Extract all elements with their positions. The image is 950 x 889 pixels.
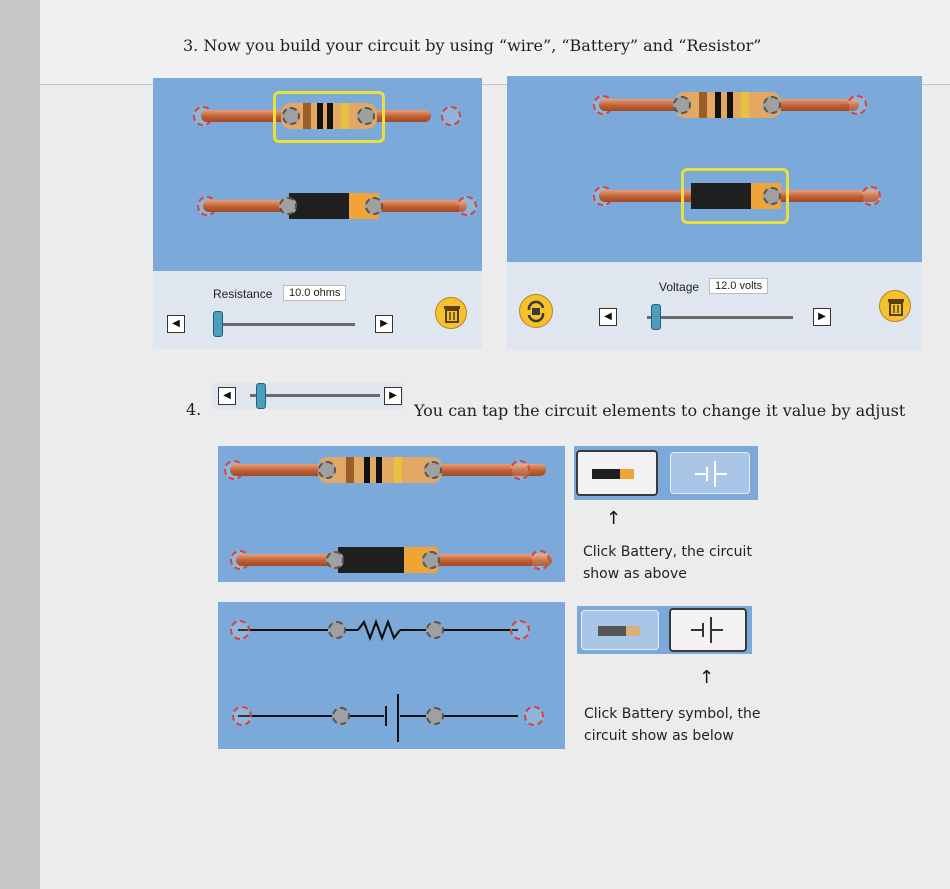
junction-node[interactable] [365, 197, 383, 215]
junction-node[interactable] [530, 550, 550, 570]
battery-symbol-icon [691, 617, 723, 643]
voltage-decrease-button[interactable]: ◀ [599, 308, 617, 326]
junction-node[interactable] [422, 551, 440, 569]
caption-realistic: Click Battery, the circuit show as above [583, 544, 752, 582]
battery-symbol-icon [695, 461, 727, 487]
voltage-slider-track[interactable] [647, 316, 793, 319]
delete-battery-button[interactable] [879, 290, 911, 322]
resistor-circuit-panel: Resistance 10.0 ohms ◀ ▶ [153, 78, 482, 349]
resistance-value: 10.0 ohms [283, 285, 347, 301]
resistance-decrease-button[interactable]: ◀ [167, 315, 185, 333]
reset-icon [527, 300, 545, 323]
page-margin [0, 0, 40, 889]
junction-node[interactable] [279, 197, 297, 215]
question-4-number: 4. [186, 400, 202, 419]
selection-highlight [681, 168, 789, 224]
junction-node[interactable] [282, 107, 300, 125]
junction-node[interactable] [357, 107, 375, 125]
caption-schematic: Click Battery symbol, the circuit show a… [584, 706, 761, 744]
slider-track[interactable] [250, 394, 380, 397]
slider-thumb[interactable] [256, 383, 266, 409]
battery[interactable] [338, 547, 404, 573]
realistic-circuit-panel [218, 446, 565, 582]
up-arrow-icon: ↑ [699, 667, 715, 688]
junction-node[interactable] [510, 460, 530, 480]
up-arrow-icon: ↑ [606, 508, 622, 529]
battery-circuit-panel: Voltage 12.0 volts ◀ ▶ [507, 76, 922, 350]
junction-node[interactable] [424, 461, 442, 479]
junction-node[interactable] [847, 95, 867, 115]
schematic-view-button[interactable] [669, 608, 747, 652]
junction-node[interactable] [861, 186, 881, 206]
question-3-text: 3. Now you build your circuit by using “… [183, 36, 762, 55]
junction-node[interactable] [230, 620, 250, 640]
resistor[interactable] [318, 457, 442, 483]
battery-icon [598, 626, 626, 636]
voltage-label: Voltage [659, 280, 700, 294]
junction-node[interactable] [441, 106, 461, 126]
voltage-increase-button[interactable]: ▶ [813, 308, 831, 326]
resistor-control-bar: Resistance 10.0 ohms ◀ ▶ [153, 271, 482, 349]
junction-node[interactable] [510, 620, 530, 640]
slider-snippet: ◀ ▶ [212, 383, 404, 409]
selection-highlight [273, 91, 385, 143]
view-toggle-schematic-selected [577, 606, 752, 654]
slider-decrease-button[interactable]: ◀ [218, 387, 236, 405]
resistance-slider-track[interactable] [213, 323, 355, 326]
junction-node[interactable] [426, 621, 444, 639]
schematic-view-button[interactable] [670, 452, 750, 494]
battery-icon [592, 469, 620, 479]
battery[interactable] [289, 193, 349, 219]
junction-node[interactable] [326, 551, 344, 569]
reset-button[interactable] [519, 294, 553, 328]
junction-node[interactable] [332, 707, 350, 725]
realistic-view-button[interactable] [576, 450, 658, 496]
slider-increase-button[interactable]: ▶ [384, 387, 402, 405]
resistance-slider-thumb[interactable] [213, 311, 223, 337]
realistic-view-button[interactable] [581, 610, 659, 650]
battery-control-bar: Voltage 12.0 volts ◀ ▶ [507, 262, 922, 350]
junction-node[interactable] [524, 706, 544, 726]
resistance-increase-button[interactable]: ▶ [375, 315, 393, 333]
voltage-slider-thumb[interactable] [651, 304, 661, 330]
junction-node[interactable] [328, 621, 346, 639]
junction-node[interactable] [457, 196, 477, 216]
junction-node[interactable] [673, 96, 691, 114]
schematic-circuit-panel [218, 602, 565, 749]
junction-node[interactable] [763, 96, 781, 114]
junction-node[interactable] [763, 187, 781, 205]
resistance-label: Resistance [213, 287, 273, 301]
junction-node[interactable] [232, 706, 252, 726]
voltage-value: 12.0 volts [709, 278, 769, 294]
question-4-text: You can tap the circuit elements to chan… [414, 401, 906, 420]
schematic-diagram [238, 619, 518, 742]
header-band [40, 0, 950, 85]
battery[interactable] [691, 183, 751, 209]
delete-resistor-button[interactable] [435, 297, 467, 329]
trash-icon [888, 299, 904, 316]
view-toggle-realistic-selected [574, 446, 758, 500]
trash-icon [444, 306, 460, 323]
junction-node[interactable] [318, 461, 336, 479]
junction-node[interactable] [426, 707, 444, 725]
